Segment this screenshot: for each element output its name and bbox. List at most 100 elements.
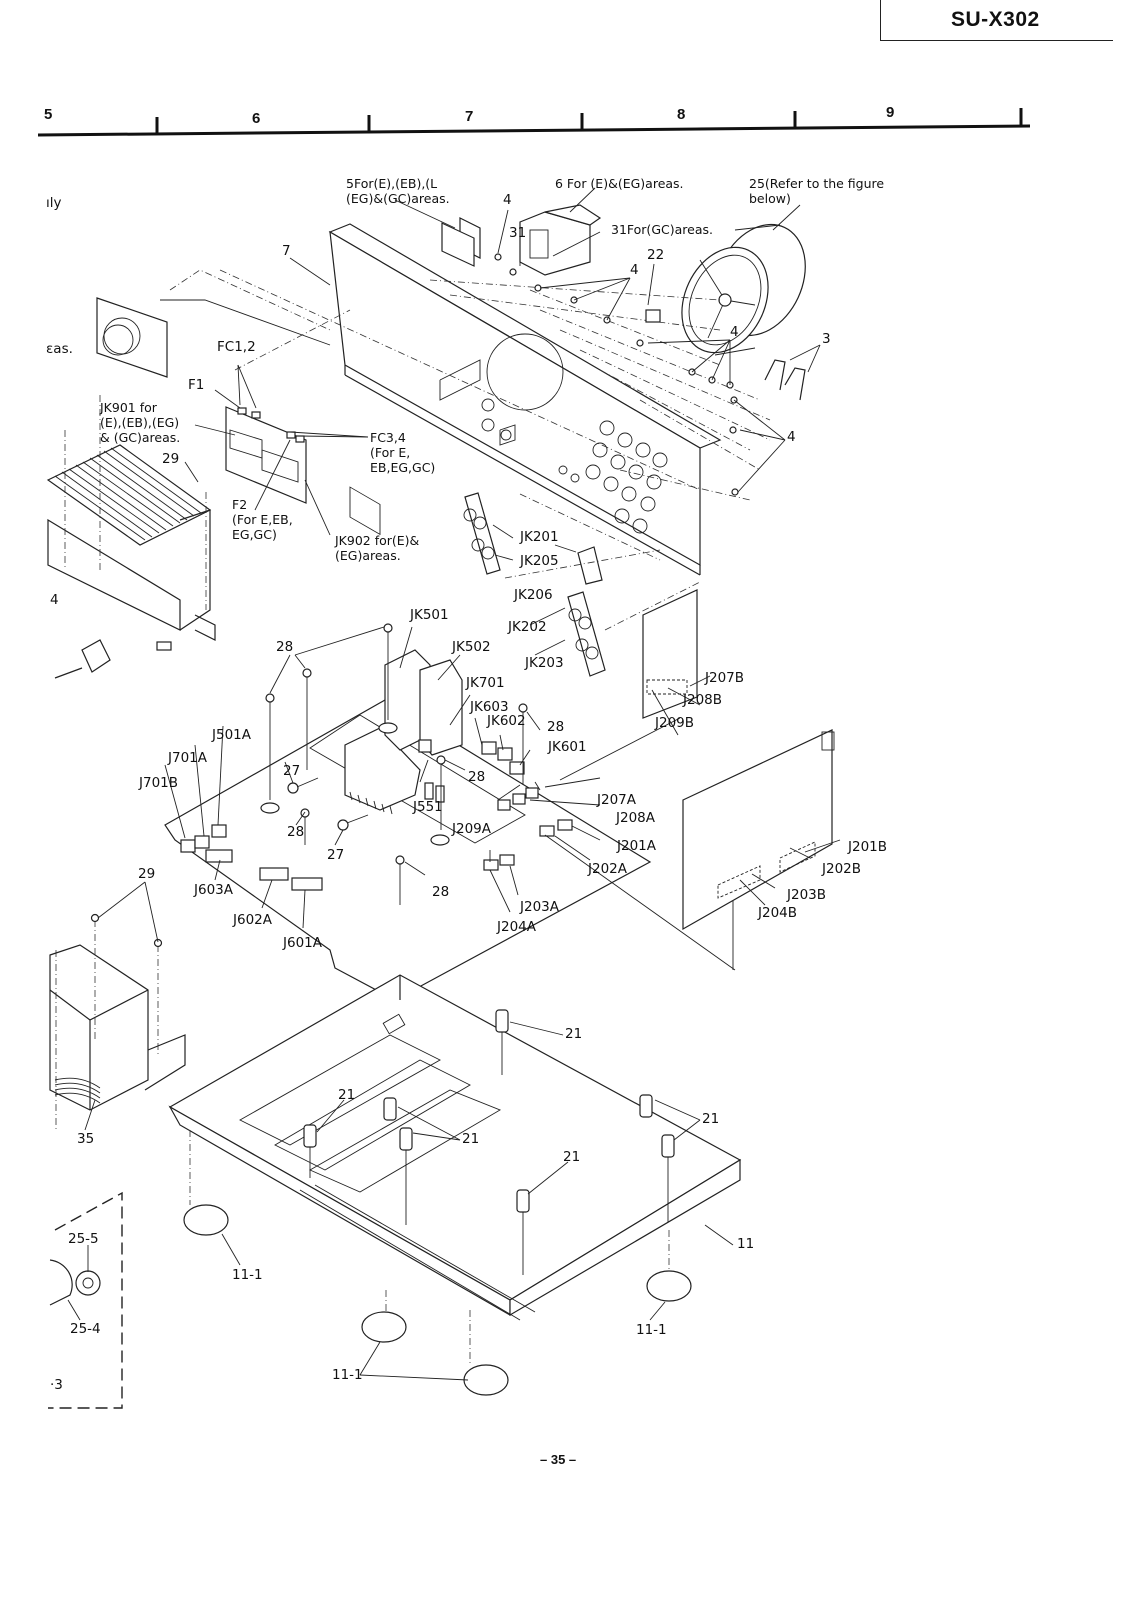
callout-j201a: J201A: [617, 838, 656, 854]
callout-j209a: J209A: [452, 821, 491, 837]
page-number: – 35 –: [540, 1452, 577, 1467]
jack-board-jk205: [577, 546, 603, 585]
callout-j204b: J204B: [758, 905, 798, 921]
rear-handles: [764, 359, 806, 401]
assembly-lines: [160, 269, 771, 501]
heatsink-bracket: [54, 639, 111, 679]
callout-jk603: JK603: [470, 699, 509, 715]
callout-31: 31: [509, 225, 527, 241]
callout-f2: F2 (For E,EB, EG,GC): [232, 497, 293, 542]
callout-j208a: J208A: [616, 810, 655, 826]
callout-jk502: JK502: [452, 639, 491, 655]
pcb-screws: [260, 623, 528, 905]
callout-fan-25: 25(Refer to the figure below): [749, 176, 885, 206]
callout-j207b: J207B: [705, 670, 745, 686]
rubber-feet: [183, 1130, 692, 1396]
grid-ruler: [37, 108, 1031, 137]
callout-31-for-gc: 31For(GC)areas.: [611, 222, 713, 237]
callout-jk201: JK201: [520, 529, 559, 545]
callout-fc12: FC1,2: [217, 339, 256, 355]
power-inlet-pcb: [225, 406, 307, 504]
chassis-standoffs: [303, 1009, 675, 1275]
model-title: SU-X302: [951, 8, 1040, 31]
callout-j701a: J701A: [168, 750, 207, 766]
model-title-box: SU-X302: [880, 0, 1113, 41]
callout-jk701: JK701: [466, 675, 505, 691]
jack-board-a: [463, 492, 501, 575]
heat-sink: [46, 444, 216, 651]
callout-rear-panel-7: 7: [282, 243, 291, 259]
voltage-selector-board: [96, 297, 168, 378]
callout-screw-28c: 28: [468, 769, 486, 785]
callout-j701b: J701B: [139, 775, 179, 791]
callout-areas-fragment: ɛas.: [46, 341, 73, 357]
callout-standoff-21a: 21: [565, 1026, 583, 1042]
callout-jk202: JK202: [508, 619, 547, 635]
callout-ac-inlet-5: 5For(E),(EB),(L (EG)&(GC)areas.: [346, 176, 450, 206]
callout-ac-inlet-6: 6 For (E)&(EG)areas.: [555, 176, 684, 191]
callout-foot-11-1c: 11-1: [332, 1367, 363, 1383]
detail-inset: [48, 1191, 123, 1409]
callout-j601a: J601A: [283, 935, 322, 951]
callout-f1: F1: [188, 377, 205, 393]
callout-foot-11-1a: 11-1: [232, 1267, 263, 1283]
callout-jk901: JK901 for (E),(EB),(EG) & (GC)areas.: [100, 400, 181, 445]
callout-standoff-21b: 21: [338, 1087, 356, 1103]
callout-jk601: JK601: [548, 739, 587, 755]
rear-screws: [494, 253, 739, 496]
sub-pcb-upper: [642, 589, 698, 719]
callout-j203b: J203B: [787, 887, 827, 903]
sub-pcb-lower: [682, 729, 835, 931]
callout-j202a: J202A: [588, 861, 627, 877]
callout-detail-25-3: ·3: [50, 1377, 63, 1393]
callout-cable-35: 35: [77, 1131, 95, 1147]
callout-jk205: JK205: [520, 553, 559, 569]
callout-screw-27b: 27: [327, 847, 345, 863]
callout-screw-29a: 29: [162, 451, 180, 467]
rear-panel: [328, 223, 722, 576]
callout-j209b: J209B: [655, 715, 695, 731]
callout-screw-29b: 29: [138, 866, 156, 882]
callout-standoff-21c: 21: [462, 1131, 480, 1147]
jack-board-b: [567, 591, 606, 677]
callout-j204a: J204A: [497, 919, 536, 935]
callout-jk206: JK206: [514, 587, 553, 603]
callout-standoff-21e: 21: [702, 1111, 720, 1127]
callout-j501a: J501A: [212, 727, 251, 743]
grid-col-8: 8: [677, 106, 686, 123]
callout-chassis-11: 11: [737, 1236, 755, 1252]
callout-j551: J551: [413, 799, 443, 815]
grid-col-5: 5: [44, 106, 53, 123]
callout-screw-4c: 4: [730, 324, 739, 340]
callout-only-fragment: ıly: [46, 195, 62, 211]
callout-jk902: JK902 for(E)& (EG)areas.: [335, 533, 420, 563]
callout-jk602: JK602: [487, 713, 526, 729]
power-transformer: [49, 913, 186, 1130]
callout-screw-28a: 28: [276, 639, 294, 655]
callout-j208b: J208B: [683, 692, 723, 708]
callout-jk203: JK203: [525, 655, 564, 671]
callout-j602a: J602A: [233, 912, 272, 928]
callout-jk501: JK501: [410, 607, 449, 623]
grid-col-6: 6: [252, 110, 261, 127]
callout-screw-4d: 4: [787, 429, 796, 445]
callout-standoff-21d: 21: [563, 1149, 581, 1165]
callout-handle-3: 3: [822, 331, 831, 347]
callout-j201b: J201B: [848, 839, 888, 855]
callout-screw-28e: 28: [432, 884, 450, 900]
assembly-lines-lower: [64, 395, 736, 971]
callout-screw-4a: 4: [503, 192, 512, 208]
callout-screw-28d: 28: [287, 824, 305, 840]
callout-detail-25-4: 25-4: [70, 1321, 101, 1337]
callout-foot-11-1b: 11-1: [636, 1322, 667, 1338]
callout-screw-4b: 4: [630, 262, 639, 278]
callout-bracket-4e: 4: [50, 592, 59, 608]
callout-j203a: J203A: [520, 899, 559, 915]
callout-leaders: [67, 187, 841, 1381]
grid-col-9: 9: [886, 104, 895, 121]
fan-assembly: [681, 223, 806, 356]
ac-inlet-6: [519, 204, 602, 276]
callout-screw-28b: 28: [547, 719, 565, 735]
callout-22: 22: [647, 247, 665, 263]
